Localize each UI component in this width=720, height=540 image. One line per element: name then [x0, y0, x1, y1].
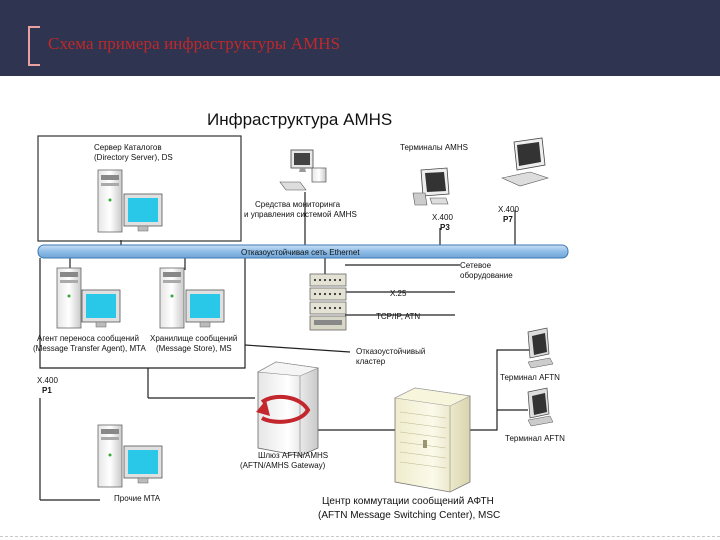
directory-server-frame	[37, 135, 242, 242]
connection-lines	[39, 192, 530, 501]
message-store-label-2: (Message Store), MS	[156, 344, 232, 353]
mta-label-1: Агент переноса сообщений	[37, 334, 139, 343]
network-equipment-icon	[309, 273, 347, 331]
x25-label: X.25	[390, 289, 407, 298]
slide-header: Схема примера инфраструктуры AMHS	[0, 0, 720, 76]
aftn-terminal-2-icon	[527, 387, 554, 427]
terminal-p3-label-2: P3	[440, 223, 450, 232]
message-store-server-icon	[159, 267, 225, 329]
network-equipment-label-2: оборудование	[460, 271, 513, 280]
network-equipment-label-1: Сетевое	[460, 261, 492, 270]
aftn-terminal-1-label: Терминал AFTN	[500, 373, 560, 382]
x400-p1-label-1: X.400	[37, 376, 58, 385]
gateway-server-icon	[256, 361, 320, 457]
terminal-p7-label-1: X.400	[498, 205, 519, 214]
gateway-label-2: (AFTN/AMHS Gateway)	[240, 461, 326, 470]
terminal-p7-label-2: P7	[503, 215, 513, 224]
monitoring-label-2: и управления системой AMHS	[244, 210, 357, 219]
message-store-label-1: Хранилище сообщений	[150, 334, 237, 343]
amhs-laptop-p7-icon	[501, 137, 550, 187]
cluster-label-1: Отказоустойчивый	[356, 347, 425, 356]
ethernet-label: Отказоустойчивая сеть Ethernet	[241, 248, 360, 257]
aftn-terminal-2-label: Терминал AFTN	[505, 434, 565, 443]
header-bracket-decoration	[28, 26, 40, 66]
diagram-title: Инфраструктура AMHS	[207, 110, 392, 129]
monitoring-label-1: Средства мониторинга	[255, 200, 341, 209]
slide-title: Схема примера инфраструктуры AMHS	[48, 34, 341, 53]
directory-server-label-1: Сервер Каталогов	[94, 143, 162, 152]
amhs-terminals-label: Терминалы AMHS	[400, 143, 468, 152]
terminal-p3-label-1: X.400	[432, 213, 453, 222]
msc-cabinet-icon	[394, 387, 471, 493]
ethernet-bus: Отказоустойчивая сеть Ethernet	[37, 244, 569, 259]
amhs-terminal-p3-icon	[412, 167, 450, 206]
directory-server-icon	[97, 169, 163, 233]
monitoring-workstation-icon	[279, 149, 327, 191]
msc-label-1: Центр коммутации сообщений АФТН	[322, 495, 494, 507]
mta-server-icon	[56, 267, 121, 329]
aftn-terminal-1-icon	[527, 327, 554, 369]
other-mta-label: Прочие MTA	[114, 494, 161, 503]
tcpip-label: TCP/IP, ATN	[376, 312, 420, 321]
cluster-label-2: кластер	[356, 357, 386, 366]
gateway-label-1: Шлюз AFTN/AMHS	[258, 451, 328, 460]
msc-label-2: (AFTN Message Switching Center), MSC	[318, 510, 500, 521]
footer-divider	[0, 536, 720, 537]
x400-p1-label-2: P1	[42, 386, 52, 395]
other-mta-server-icon	[97, 424, 163, 488]
directory-server-label-2: (Directory Server), DS	[94, 153, 173, 162]
mta-label-2: (Message Transfer Agent), MTA	[33, 344, 146, 353]
